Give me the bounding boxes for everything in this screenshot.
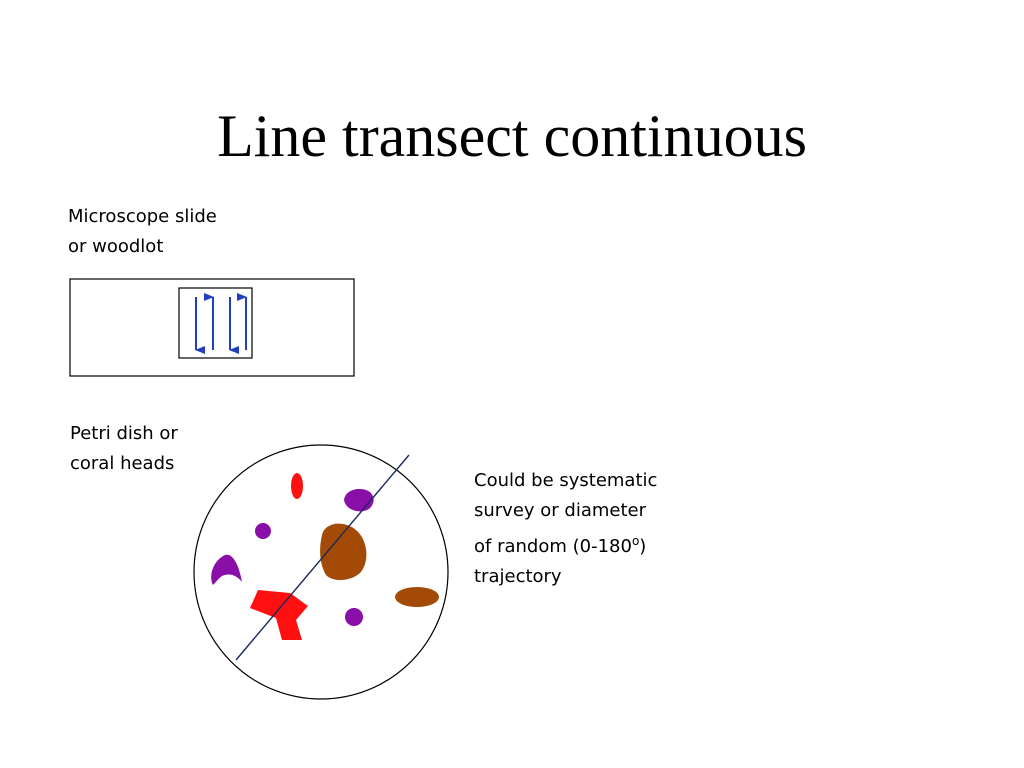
degree-symbol: o xyxy=(631,534,640,548)
brown-oval xyxy=(395,587,439,607)
slide-title: Line transect continuous xyxy=(217,103,807,169)
purple-dot xyxy=(345,608,363,626)
caption-line: Petri dish or xyxy=(70,423,178,444)
sample-area xyxy=(178,287,253,359)
microscope-slide-caption: Microscope slide or woodlot xyxy=(68,202,217,262)
red-shape xyxy=(250,590,308,640)
note-text: ) xyxy=(639,536,647,557)
petri-dish-caption: Petri dish or coral heads xyxy=(70,419,178,479)
note-line: survey or diameter xyxy=(474,500,647,521)
caption-line: or woodlot xyxy=(68,236,164,257)
brown-blob xyxy=(320,523,367,581)
note-line: of random (0-180o) xyxy=(474,526,657,562)
note-line: Could be systematic xyxy=(474,470,658,491)
note-line: trajectory xyxy=(474,566,562,587)
caption-line: coral heads xyxy=(70,453,175,474)
red-blob xyxy=(291,473,303,499)
purple-crescent xyxy=(211,554,242,585)
trajectory-note: Could be systematic survey or diameter o… xyxy=(474,466,657,592)
purple-dot xyxy=(255,523,271,539)
note-text: of random (0-180 xyxy=(474,536,632,557)
transect-line xyxy=(235,454,410,661)
caption-line: Microscope slide xyxy=(68,206,217,227)
